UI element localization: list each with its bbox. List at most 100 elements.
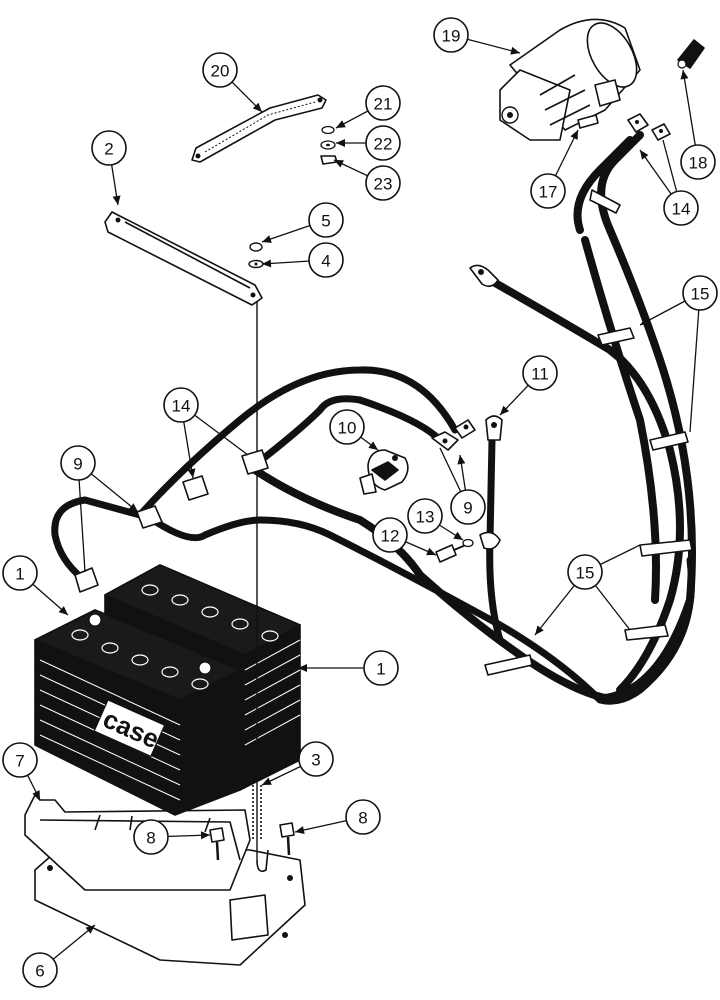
callout-c21: 21	[365, 85, 401, 121]
leader-arrow-c13	[453, 531, 463, 540]
callout-c14a: 14	[163, 387, 199, 423]
callout-number: 19	[442, 27, 461, 46]
callout-number: 6	[35, 962, 44, 981]
callout-number: 20	[211, 62, 230, 81]
callout-number: 15	[691, 285, 710, 304]
leader-arrow-c11	[500, 405, 510, 415]
callout-circle	[133, 819, 169, 855]
callout-c20: 20	[202, 52, 238, 88]
cable-clamps	[484, 189, 693, 676]
callout-number: 21	[374, 95, 393, 114]
callout-c15b: 15	[567, 554, 603, 590]
callout-circle	[682, 275, 718, 311]
bolt-and-washer	[435, 531, 501, 563]
callout-c5: 5	[308, 202, 344, 238]
leader-arrow-c14b	[640, 150, 649, 160]
callout-number: 8	[358, 809, 367, 828]
callout-c9a: 9	[60, 445, 96, 481]
terminal-boot	[677, 39, 705, 69]
callout-circle	[407, 498, 443, 534]
callout-circle	[365, 165, 401, 201]
callout-circle	[2, 555, 38, 591]
callout-c15a: 15	[682, 275, 718, 311]
callout-number: 11	[531, 365, 549, 384]
callout-circle	[22, 952, 58, 988]
callout-number: 4	[321, 252, 330, 271]
leader-arrow-c6	[85, 925, 95, 934]
callout-circle	[298, 741, 334, 777]
leader-arrow-c1a	[58, 606, 68, 615]
callout-circle	[345, 799, 381, 835]
callout-c17: 17	[530, 173, 566, 209]
callout-number: 3	[311, 751, 320, 770]
callout-circle	[433, 17, 469, 53]
callout-c3: 3	[298, 741, 334, 777]
leader-arrow-c15a	[640, 317, 650, 325]
hold-down-strap	[104, 211, 263, 306]
leader-arrow-c8a	[200, 831, 210, 840]
leader-arrow-c8b	[295, 826, 305, 834]
callout-circle	[680, 144, 716, 180]
callout-circle	[365, 85, 401, 121]
leader-arrow-c19	[510, 46, 520, 55]
starter-motor	[499, 18, 641, 141]
callout-number: 2	[104, 140, 113, 159]
callout-c8b: 8	[345, 799, 381, 835]
callout-circle	[329, 409, 365, 445]
callout-number: 7	[15, 752, 24, 771]
leader-arrow-c21	[336, 120, 346, 128]
leader-arrow-c14a	[187, 468, 196, 478]
callout-circle	[163, 387, 199, 423]
callout-number: 17	[539, 183, 558, 202]
callout-c22: 22	[365, 125, 401, 161]
leader-arrow-c18	[680, 70, 689, 80]
callout-number: 12	[381, 527, 400, 546]
starter-terminals	[627, 113, 671, 141]
leader-arrow-c7	[32, 790, 40, 800]
callout-circle	[202, 52, 238, 88]
callout-number: 10	[338, 419, 357, 438]
callout-c10: 10	[329, 409, 365, 445]
callout-c1a: 1	[2, 555, 38, 591]
callout-circle	[365, 125, 401, 161]
callout-circle	[530, 173, 566, 209]
hold-down-rod	[252, 300, 269, 873]
ground-hardware	[320, 125, 338, 165]
callout-number: 14	[172, 397, 191, 416]
leader-arrow-c5	[262, 235, 272, 243]
nut-and-washer	[248, 242, 264, 269]
leader-arrow-c9a	[128, 503, 138, 512]
callout-labels: 1123456788991011121314141515171819202122…	[2, 17, 718, 988]
callout-circle	[567, 554, 603, 590]
callout-circle	[308, 202, 344, 238]
callout-circle	[363, 650, 399, 686]
leader-arrow-c10	[368, 441, 378, 450]
callout-circle	[2, 742, 38, 778]
callout-number: 14	[672, 200, 691, 219]
callout-circle	[663, 190, 699, 226]
leader-arrow-c3	[262, 777, 272, 785]
callout-number: 8	[146, 829, 155, 848]
callout-number: 22	[374, 135, 393, 154]
leader-arrow-c12	[426, 547, 436, 556]
solenoid-switch	[359, 449, 409, 495]
cable-terminals	[74, 264, 503, 593]
callout-number: 13	[416, 508, 435, 527]
callout-number: 1	[376, 660, 385, 679]
callout-number: 5	[321, 212, 330, 231]
callout-c4: 4	[308, 242, 344, 278]
callout-circle	[91, 130, 127, 166]
callout-number: 15	[576, 564, 595, 583]
callout-c18: 18	[680, 144, 716, 180]
callout-circle	[522, 355, 558, 391]
callout-c23: 23	[365, 165, 401, 201]
leader-arrow-c17	[570, 130, 578, 140]
leader-arrow-c9b	[457, 455, 466, 465]
callout-number: 18	[689, 154, 708, 173]
callout-c7: 7	[2, 742, 38, 778]
callout-circle	[450, 489, 486, 525]
leader-arrow-c1b	[298, 664, 307, 672]
callout-c14b: 14	[663, 190, 699, 226]
callout-number: 23	[374, 175, 393, 194]
